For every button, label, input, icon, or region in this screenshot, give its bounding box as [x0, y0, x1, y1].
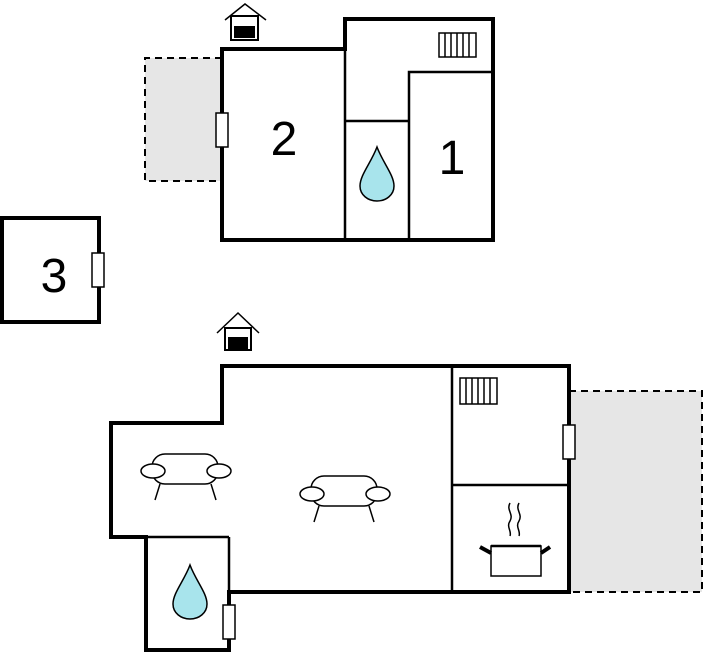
ground-floor [109, 311, 703, 652]
water-drop-icon [359, 144, 395, 202]
terrace-lower-outline [569, 390, 703, 593]
radiator-icon [438, 32, 477, 58]
lower-outer-wall [109, 364, 571, 652]
upper-floor: 2 1 [144, 3, 495, 242]
upper-outer-wall [220, 17, 495, 242]
cooking-pot-icon [479, 502, 552, 577]
entrance-icon [224, 3, 267, 41]
radiator-icon [459, 377, 498, 405]
separate-building: 3 [0, 216, 105, 324]
door-icon [222, 604, 236, 640]
door-icon [215, 112, 229, 148]
upper-wall-4 [407, 70, 493, 240]
terrace-lower [569, 391, 702, 592]
room-2-label: 2 [271, 113, 298, 166]
door-icon [91, 252, 105, 288]
terrace-upper [145, 58, 222, 181]
entrance-icon [216, 311, 260, 351]
sofa-icon [299, 475, 391, 523]
sofa-icon [140, 453, 232, 501]
room-1-label: 1 [439, 132, 466, 185]
terrace-upper-outline [144, 57, 222, 182]
door-icon [562, 424, 576, 460]
water-drop-icon [172, 562, 208, 620]
room-3-label: 3 [41, 250, 68, 303]
